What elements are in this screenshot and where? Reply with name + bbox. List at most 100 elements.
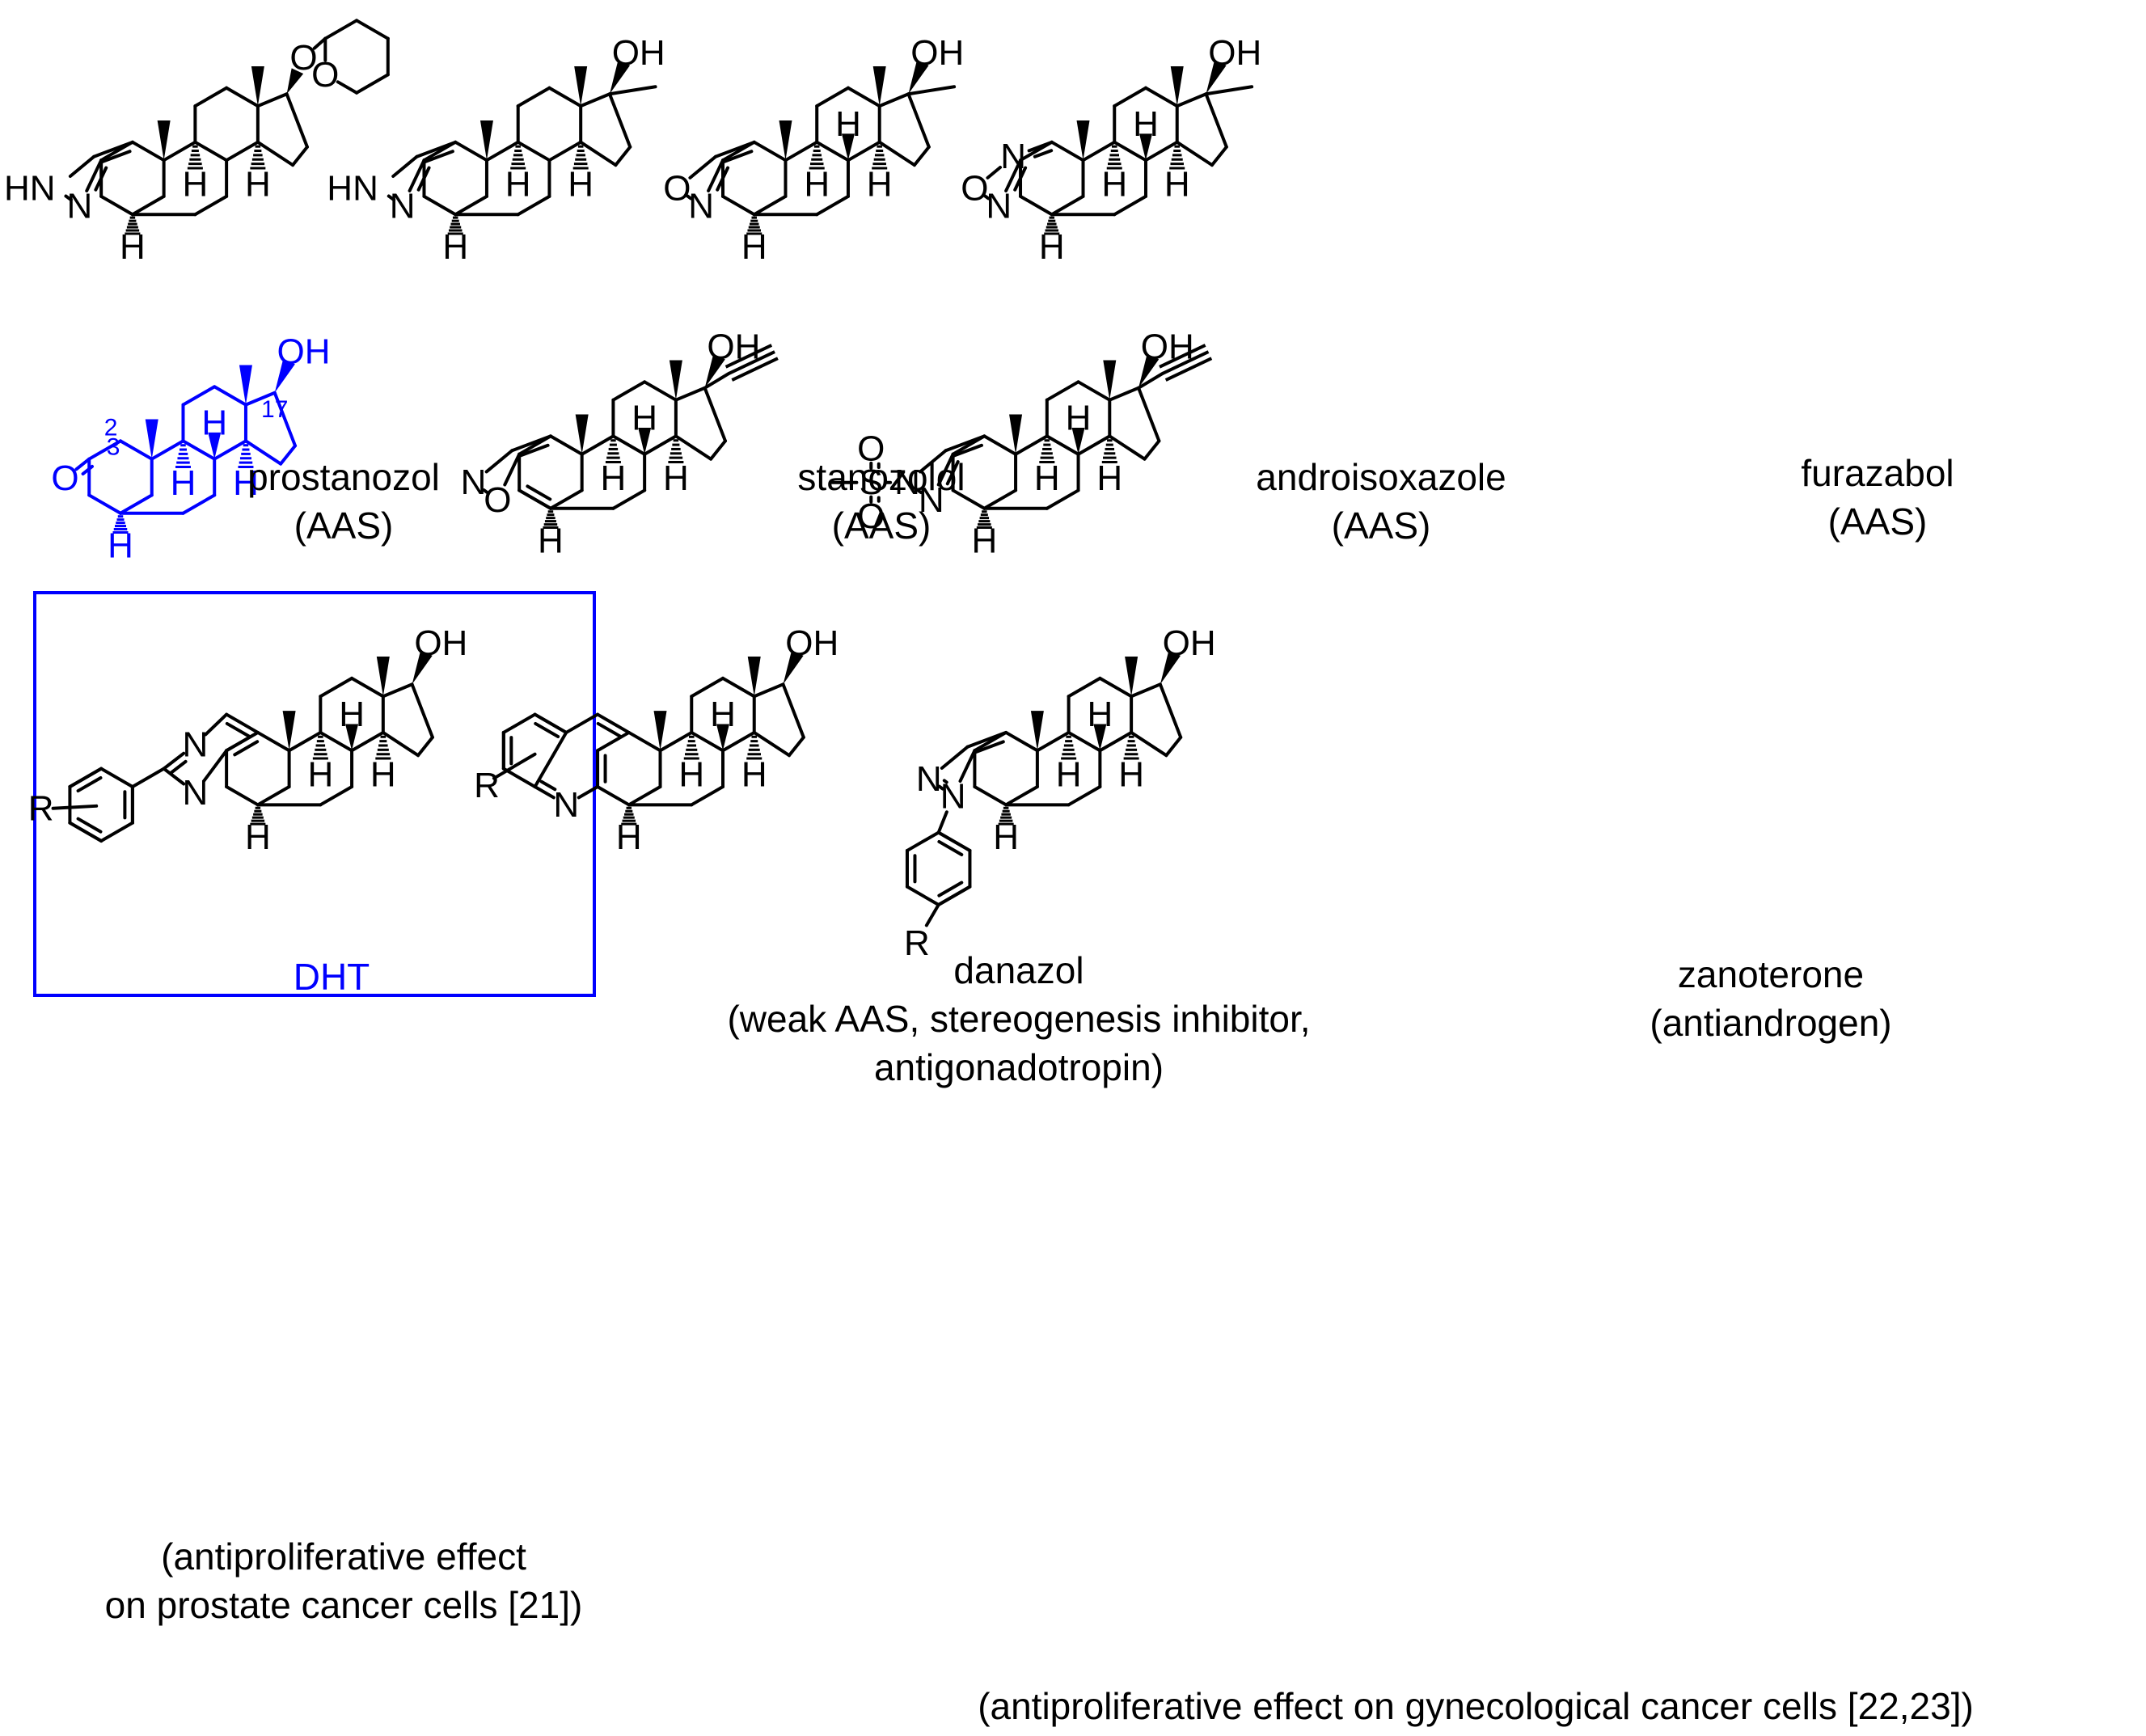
compound-note: (AAS)	[831, 505, 931, 547]
atom-label: N	[894, 463, 920, 502]
atom-label: H	[442, 227, 468, 267]
atom-label: O	[961, 169, 988, 209]
atom-label: H	[233, 463, 259, 503]
atom-label: H	[1133, 104, 1159, 144]
shared-activity-note: (antiproliferative effect on gynecologic…	[978, 1685, 1974, 1727]
atom-label: O	[311, 55, 339, 95]
dht-highlight-box	[33, 591, 596, 997]
atom-label: H	[1066, 399, 1092, 438]
atom-label: N	[919, 480, 944, 520]
compound-label-pyrimidine-analog: (antiproliferative effect on prostate ca…	[105, 1532, 583, 1629]
atom-label: H	[370, 755, 396, 795]
locant-2: 2	[104, 414, 118, 441]
atom-label: H	[108, 526, 133, 565]
compound-name: furazabol	[1801, 452, 1954, 494]
hydroxyl-label: OH	[612, 33, 665, 73]
atom-label: N	[553, 785, 579, 825]
compound-name: zanoterone	[1677, 953, 1865, 995]
atom-label: O	[663, 169, 691, 209]
compound-label-furazabol: furazabol (AAS)	[1801, 449, 1954, 546]
atom-label: HN	[4, 169, 56, 209]
atom-label: H	[1164, 164, 1190, 204]
atom-label: H	[245, 164, 271, 204]
atom-label: HN	[327, 169, 378, 209]
atom-label: H	[804, 164, 830, 204]
atom-label: H	[867, 164, 893, 204]
compound-label-dht: DHT	[294, 952, 370, 1001]
r-group-label: R	[28, 788, 54, 828]
atom-label: H	[120, 227, 146, 267]
atom-label: H	[505, 164, 531, 204]
atom-label: H	[307, 755, 333, 795]
atom-label: H	[182, 164, 208, 204]
compound-name: stanozolol	[797, 456, 965, 498]
atom-label: H	[710, 695, 736, 734]
compound-note: (AAS)	[1331, 505, 1431, 547]
compound-note-line: on prostate cancer cells [21])	[104, 1584, 583, 1626]
atom-label: N	[916, 759, 942, 799]
atom-label: H	[632, 399, 657, 438]
atom-label: H	[171, 463, 196, 503]
compound-label-stanozolol: stanozolol (AAS)	[797, 453, 965, 550]
atom-label: H	[835, 104, 861, 144]
compound-label-prostanozol: prostanozol (AAS)	[247, 453, 440, 550]
atom-label: H	[741, 755, 767, 795]
atom-label: H	[971, 522, 997, 561]
compound-note-line: (weak AAS, stereogenesis inhibitor,	[727, 998, 1311, 1040]
atom-label: H	[1034, 458, 1060, 498]
atom-label: H	[678, 755, 704, 795]
atom-label: N	[66, 186, 92, 226]
hydroxyl-label: OH	[277, 332, 330, 372]
hydroxyl-label: OH	[707, 327, 760, 367]
compound-name: DHT	[293, 956, 370, 998]
atom-label: N	[986, 186, 1012, 226]
atom-label: O	[857, 496, 885, 536]
compound-name: danazol	[953, 949, 1084, 991]
atom-label: H	[993, 817, 1019, 857]
atom-label: O	[484, 480, 511, 520]
compound-note-line: (antiproliferative effect	[161, 1535, 526, 1578]
compound-name: androisoxazole	[1256, 456, 1506, 498]
atom-label: H	[201, 403, 227, 442]
atom-label: H	[663, 458, 689, 498]
compound-note: (antiandrogen)	[1650, 1002, 1892, 1044]
compound-label-androisoxazole: androisoxazole (AAS)	[1256, 453, 1506, 550]
hydroxyl-label: OH	[1141, 327, 1194, 367]
locant-17: 17	[261, 396, 288, 423]
atom-label: H	[1087, 695, 1113, 734]
atom-label: H	[245, 817, 271, 857]
r-group-label: R	[904, 923, 930, 963]
atom-label: N	[940, 776, 966, 816]
hydroxyl-label: OH	[785, 623, 839, 663]
atom-label: H	[339, 695, 365, 734]
atom-label: H	[616, 817, 642, 857]
atom-label: N	[461, 463, 487, 502]
atom-label: H	[1101, 164, 1127, 204]
atom-label: H	[741, 227, 767, 267]
atom-label: O	[857, 429, 885, 469]
compound-name: prostanozol	[247, 456, 440, 498]
compound-note: (AAS)	[1827, 501, 1928, 543]
r-group-label: R	[474, 766, 500, 805]
atom-label: H	[601, 458, 627, 498]
compound-label-danazol: danazol (weak AAS, stereogenesis inhibit…	[727, 946, 1310, 1092]
hydroxyl-label: OH	[1208, 33, 1261, 73]
hydroxyl-label: OH	[1163, 623, 1216, 663]
atom-label: H	[1096, 458, 1122, 498]
atom-label: H	[568, 164, 594, 204]
hydroxyl-label: OH	[414, 623, 467, 663]
atom-label: O	[289, 38, 317, 78]
atom-label: H	[1118, 755, 1144, 795]
atom-label: H	[538, 522, 564, 561]
compound-note: (AAS)	[294, 505, 394, 547]
atom-label: N	[182, 724, 208, 764]
compound-label-zanoterone: zanoterone (antiandrogen)	[1650, 950, 1891, 1047]
atom-label: N	[182, 773, 208, 813]
